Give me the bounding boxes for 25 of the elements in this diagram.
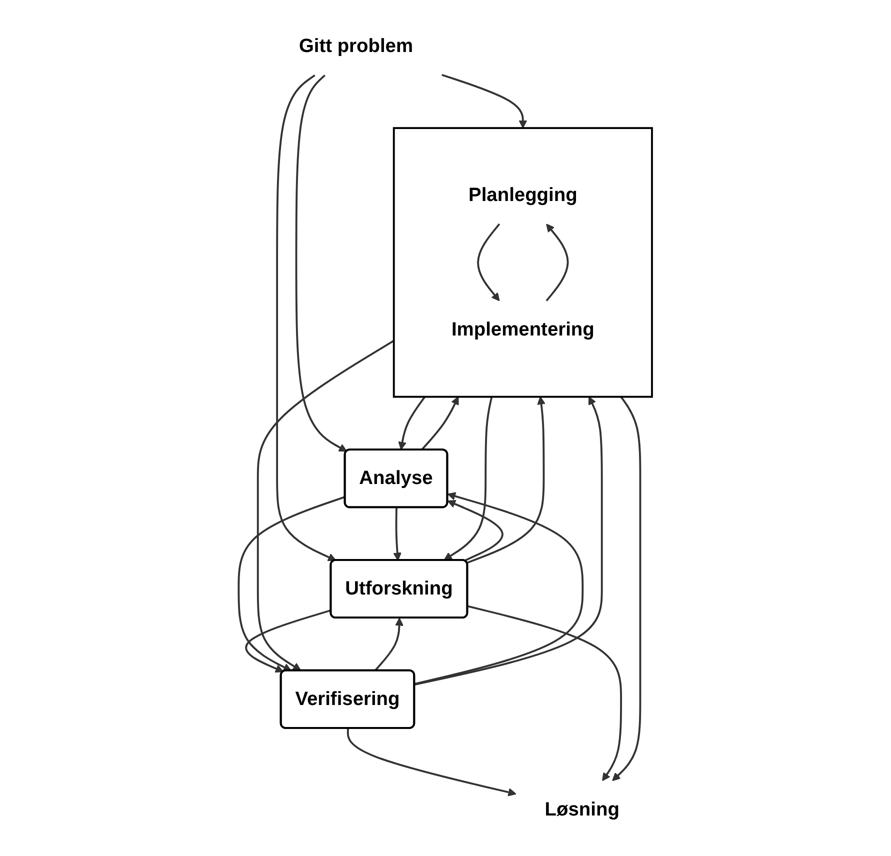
arrow	[468, 605, 622, 782]
arrow	[448, 500, 504, 562]
arrow	[257, 340, 395, 671]
arrow	[393, 508, 402, 561]
arrow	[414, 492, 584, 685]
arrow	[477, 223, 500, 302]
node-text: Gitt problem	[299, 36, 414, 58]
arrow	[238, 496, 346, 672]
arrow	[276, 74, 336, 562]
cluster	[393, 127, 654, 398]
arrow	[444, 396, 493, 560]
arrow	[374, 618, 404, 672]
arrow	[546, 224, 569, 302]
arrow	[245, 609, 332, 673]
node-text: Løsning	[544, 798, 620, 820]
arrow	[347, 728, 517, 796]
arrow	[295, 74, 348, 452]
node-text: Planlegging	[468, 184, 578, 206]
arrow	[414, 396, 603, 686]
arrow	[612, 396, 642, 782]
arrow	[442, 74, 528, 128]
node-text: Implementering	[452, 319, 595, 340]
arrow	[421, 396, 459, 450]
arrow	[467, 396, 546, 564]
arrow	[398, 396, 426, 450]
